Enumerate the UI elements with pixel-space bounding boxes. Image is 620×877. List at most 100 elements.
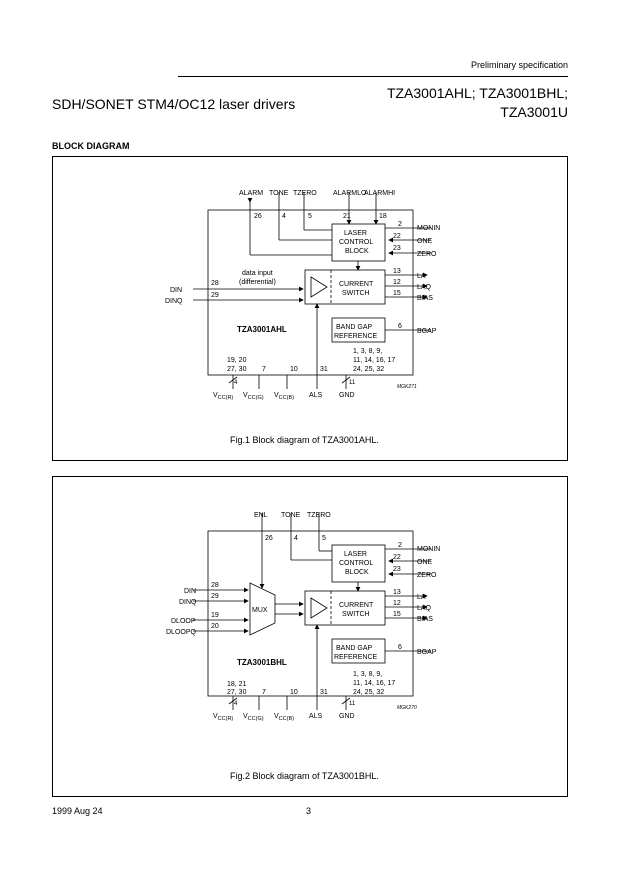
pin-tone-label: TONE bbox=[281, 512, 301, 519]
pin-21-num: 21 bbox=[343, 213, 351, 220]
pin-bias-label: BIAS bbox=[417, 616, 433, 623]
pin-alarmhi-label: ALARMHI bbox=[364, 190, 395, 197]
pin-zero-label: ZERO bbox=[417, 572, 437, 579]
chip-outline bbox=[207, 209, 414, 376]
current-switch-block bbox=[304, 269, 386, 305]
gnd-pins-1: 1, 3, 8, 9, bbox=[353, 671, 382, 678]
cs-label-2: SWITCH bbox=[342, 290, 370, 297]
pin-dinq-label: DINQ bbox=[165, 298, 183, 305]
gnd-pins-2: 11, 14, 16, 17 bbox=[353, 357, 395, 364]
figure-ref: MGK270 bbox=[397, 705, 417, 711]
section-title: BLOCK DIAGRAM bbox=[52, 141, 130, 151]
figure-2-frame: ENL TONE TZERO 26 4 5 LASER CONTROL BLOC… bbox=[52, 476, 568, 797]
pin-26-num: 26 bbox=[254, 213, 262, 220]
chip-name: TZA3001AHL bbox=[237, 325, 287, 334]
pin-monin-label: MONIN bbox=[417, 225, 440, 232]
gnd-pins-3: 24, 25, 32 bbox=[353, 366, 384, 373]
gnd-label: GND bbox=[339, 392, 355, 399]
buffer-triangle bbox=[310, 597, 328, 619]
vccr-pins-2: 27, 30 bbox=[227, 689, 247, 696]
pin-din-label: DIN bbox=[184, 588, 196, 595]
laser-control-block bbox=[331, 544, 386, 583]
vccr-count: 4 bbox=[234, 380, 238, 386]
vccg-pin: 7 bbox=[262, 689, 266, 696]
pin-23-num: 23 bbox=[393, 566, 401, 573]
pin-19-num: 19 bbox=[211, 612, 219, 619]
gnd-count: 11 bbox=[349, 380, 356, 386]
vccg-label: VCC(G) bbox=[243, 713, 264, 722]
figure-ref: MGK271 bbox=[397, 384, 417, 390]
pin-bgap-label: BGAP bbox=[417, 328, 437, 335]
pin-one-label: ONE bbox=[417, 559, 433, 566]
laser-label-2: CONTROL bbox=[339, 560, 373, 567]
pin-la-label: LA bbox=[417, 594, 426, 601]
vccr-pins-1: 19, 20 bbox=[227, 357, 247, 364]
pin-28-num: 28 bbox=[211, 582, 219, 589]
pin-4-num: 4 bbox=[294, 535, 298, 542]
pin-5-num: 5 bbox=[322, 535, 326, 542]
pin-2-num: 2 bbox=[398, 221, 402, 228]
pin-monin-label: MONIN bbox=[417, 546, 440, 553]
pin-12-num: 12 bbox=[393, 600, 401, 607]
pin-2-num: 2 bbox=[398, 542, 402, 549]
pin-enl-label: ENL bbox=[254, 512, 268, 519]
pin-22-num: 22 bbox=[393, 554, 401, 561]
pin-laq-label: LAQ bbox=[417, 605, 432, 612]
figure-2-caption: Fig.2 Block diagram of TZA3001BHL. bbox=[230, 771, 379, 781]
pin-dloop-label: DLOOP bbox=[171, 618, 196, 625]
part-numbers-line-2: TZA3001U bbox=[500, 104, 568, 120]
pin-26-num: 26 bbox=[265, 535, 273, 542]
pin-bias-label: BIAS bbox=[417, 295, 433, 302]
gnd-label: GND bbox=[339, 713, 355, 720]
bg-label-1: BAND GAP bbox=[336, 645, 373, 652]
pin-zero-label: ZERO bbox=[417, 251, 437, 258]
document-subject: SDH/SONET STM4/OC12 laser drivers bbox=[52, 96, 296, 112]
laser-label-1: LASER bbox=[344, 230, 367, 237]
bg-label-1: BAND GAP bbox=[336, 324, 373, 331]
figure-1-caption: Fig.1 Block diagram of TZA3001AHL. bbox=[230, 435, 379, 445]
laser-control-block bbox=[331, 223, 386, 262]
vccb-pin: 10 bbox=[290, 689, 298, 696]
vccb-pin: 10 bbox=[290, 366, 298, 373]
gnd-pins-1: 1, 3, 8, 9, bbox=[353, 348, 382, 355]
pin-6-num: 6 bbox=[398, 644, 402, 651]
document-status: Preliminary specification bbox=[470, 60, 568, 70]
pin-la-label: LA bbox=[417, 273, 426, 280]
laser-label-2: CONTROL bbox=[339, 239, 373, 246]
pin-one-label: ONE bbox=[417, 238, 433, 245]
pin-bgap-label: BGAP bbox=[417, 649, 437, 656]
pin-13-num: 13 bbox=[393, 268, 401, 275]
pin-dinq-label: DINQ bbox=[179, 599, 197, 606]
pin-20-num: 20 bbox=[211, 623, 219, 630]
pin-tzero-label: TZERO bbox=[307, 512, 331, 519]
pin-tone-label: TONE bbox=[269, 190, 289, 197]
vccr-pins-2: 27, 30 bbox=[227, 366, 247, 373]
footer-date: 1999 Aug 24 bbox=[52, 806, 103, 816]
pin-12-num: 12 bbox=[393, 279, 401, 286]
cs-label-2: SWITCH bbox=[342, 611, 370, 618]
mux-block bbox=[249, 582, 276, 636]
gnd-pins-3: 24, 25, 32 bbox=[353, 689, 384, 696]
block-diagram-2: ENL TONE TZERO 26 4 5 LASER CONTROL BLOC… bbox=[166, 512, 440, 722]
pin-dloopq-label: DLOOPQ bbox=[166, 629, 197, 636]
pin-alarm-label: ALARM bbox=[239, 190, 263, 197]
pin-13-num: 13 bbox=[393, 589, 401, 596]
pin-15-num: 15 bbox=[393, 611, 401, 618]
vccg-pin: 7 bbox=[262, 366, 266, 373]
vccg-label: VCC(G) bbox=[243, 392, 264, 401]
header-rule bbox=[178, 76, 568, 77]
pin-5-num: 5 bbox=[308, 213, 312, 220]
pin-29-num: 29 bbox=[211, 292, 219, 299]
pin-6-num: 6 bbox=[398, 323, 402, 330]
gnd-pins-2: 11, 14, 16, 17 bbox=[353, 680, 395, 687]
pin-28-num: 28 bbox=[211, 280, 219, 287]
data-input-label: data input bbox=[242, 270, 273, 277]
mux-label: MUX bbox=[252, 607, 268, 614]
part-numbers-line-1: TZA3001AHL; TZA3001BHL; bbox=[386, 85, 568, 101]
vccr-label: VCC(R) bbox=[213, 392, 233, 401]
vccb-label: VCC(B) bbox=[274, 392, 294, 401]
figure-1-frame: ALARM TONE TZERO ALARMLO ALARMHI 26 4 5 … bbox=[52, 156, 568, 461]
buffer-triangle bbox=[310, 276, 328, 298]
cs-label-1: CURRENT bbox=[339, 602, 374, 609]
vccr-label: VCC(R) bbox=[213, 713, 233, 722]
